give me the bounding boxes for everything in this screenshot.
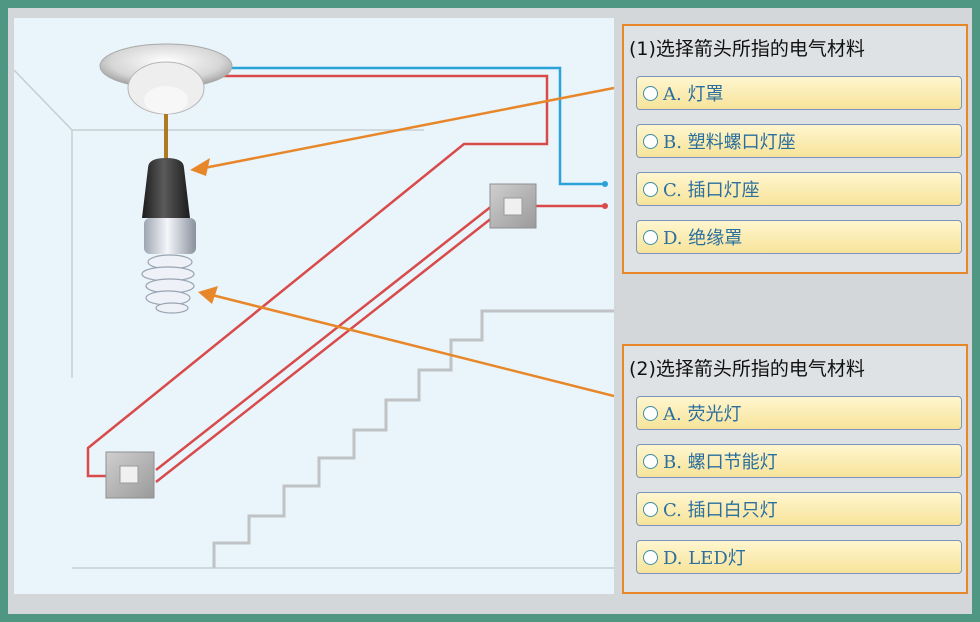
wiring-scene [14, 18, 614, 594]
question-1-title: (1)选择箭头所指的电气材料 [629, 38, 865, 60]
wall-switch-upper [489, 183, 537, 229]
question-2-title: (2)选择箭头所指的电气材料 [629, 358, 865, 380]
arrow-line-2 [211, 293, 614, 398]
radio-icon[interactable] [643, 549, 658, 565]
arrow-to-bulb [198, 286, 218, 304]
wall-switch-lower [105, 451, 155, 499]
radio-icon[interactable] [643, 453, 658, 469]
radio-icon[interactable] [643, 133, 658, 149]
option-label: B. 螺口节能灯 [663, 452, 778, 473]
option-label: C. 插口白只灯 [663, 500, 778, 521]
blue-wire [232, 66, 604, 186]
radio-icon[interactable] [643, 501, 658, 517]
arrow-line-1 [203, 86, 614, 170]
arrow-heads [190, 158, 218, 304]
spiral-bulb [141, 254, 195, 314]
option-label: A. 荧光灯 [663, 404, 742, 425]
radio-icon[interactable] [643, 229, 658, 245]
lamp-socket [142, 158, 190, 218]
option-label: D. 绝缘罩 [663, 228, 743, 249]
option-label: C. 插口灯座 [663, 180, 760, 201]
radio-icon[interactable] [643, 405, 658, 421]
radio-icon[interactable] [643, 181, 658, 197]
staircase [212, 309, 614, 568]
q2-option-d[interactable]: D. LED灯 [636, 540, 962, 574]
arrow-to-socket [190, 158, 210, 176]
question-panel-1: (1)选择箭头所指的电气材料 A. 灯罩 B. 塑料螺口灯座 C. 插口灯座 D… [622, 24, 968, 274]
q1-option-a[interactable]: A. 灯罩 [636, 76, 962, 110]
red-wires [86, 74, 604, 483]
option-label: D. LED灯 [663, 548, 746, 569]
room-lines [14, 69, 614, 569]
q1-option-b[interactable]: B. 塑料螺口灯座 [636, 124, 962, 158]
q2-option-c[interactable]: C. 插口白只灯 [636, 492, 962, 526]
ceiling-rose [99, 43, 233, 115]
bulb-base [144, 218, 196, 254]
q1-option-d[interactable]: D. 绝缘罩 [636, 220, 962, 254]
red-terminal [602, 203, 608, 209]
q2-option-a[interactable]: A. 荧光灯 [636, 396, 962, 430]
wiring-diagram [14, 43, 614, 569]
q2-option-b[interactable]: B. 螺口节能灯 [636, 444, 962, 478]
blue-terminal [602, 181, 608, 187]
option-label: A. 灯罩 [663, 84, 724, 105]
radio-icon[interactable] [643, 85, 658, 101]
q1-option-c[interactable]: C. 插口灯座 [636, 172, 962, 206]
question-panel-2: (2)选择箭头所指的电气材料 A. 荧光灯 B. 螺口节能灯 C. 插口白只灯 … [622, 344, 968, 594]
option-label: B. 塑料螺口灯座 [663, 132, 796, 153]
